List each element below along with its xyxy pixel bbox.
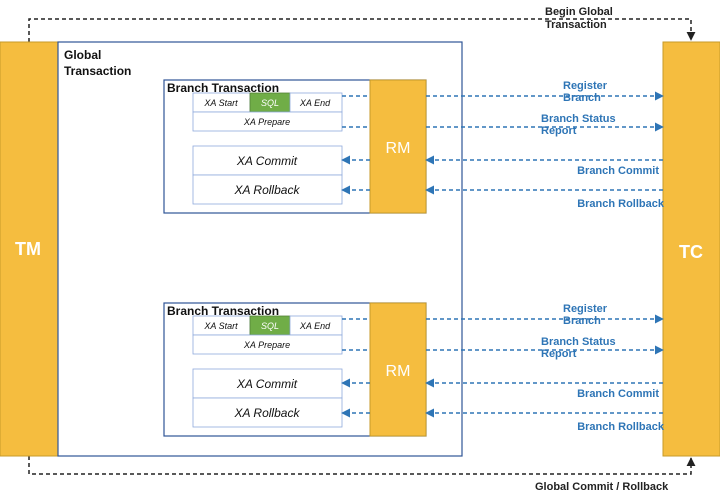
tc-box: [662, 41, 720, 457]
global-transaction-label-line2: Transaction: [64, 64, 131, 78]
begin-global-transaction-label-line1: Begin Global: [545, 6, 613, 18]
rm-label: RM: [386, 363, 411, 380]
branch-status-report-label-line2: Report: [541, 125, 577, 137]
branch-status-report-label-line2: Report: [541, 348, 577, 360]
xa-commit-cell: [192, 145, 343, 176]
xa-commit-label: XA Commit: [236, 154, 298, 168]
rm-label: RM: [386, 140, 411, 157]
xa-rollback-label: XA Rollback: [234, 406, 301, 420]
branch-status-report-label-line1: Branch Status: [541, 336, 616, 348]
global-commit-rollback-connector: [28, 456, 696, 475]
xa-prepare-label: XA Prepare: [243, 340, 290, 350]
register-branch-label-line2: Branch: [563, 315, 601, 327]
xa-rollback-label: XA Rollback: [234, 183, 301, 197]
xa-end-label: XA End: [299, 98, 331, 108]
xa-end-label: XA End: [299, 321, 331, 331]
branch-transaction-title: Branch Transaction: [167, 81, 279, 95]
branch-rollback-label: Branch Rollback: [577, 421, 665, 433]
branch-transaction-2: Branch Transaction XA Start SQL XA End X…: [163, 302, 665, 437]
xa-rollback-cell: [192, 397, 343, 428]
branch-transaction-1: Branch Transaction XA Start SQL XA End X…: [163, 79, 665, 214]
register-branch-label-line1: Register: [563, 303, 608, 315]
branch-transaction-title: Branch Transaction: [167, 304, 279, 318]
rm-box: [369, 302, 427, 437]
branch-rollback-label: Branch Rollback: [577, 198, 665, 210]
branch-commit-label: Branch Commit: [577, 165, 659, 177]
xa-start-label: XA Start: [203, 321, 238, 331]
tm-label: TM: [15, 239, 41, 259]
register-branch-label-line1: Register: [563, 80, 608, 92]
global-transaction-label-line1: Global: [64, 48, 101, 62]
xa-prepare-label: XA Prepare: [243, 117, 290, 127]
begin-global-transaction-connector: [28, 18, 696, 42]
sql-label: SQL: [261, 321, 279, 331]
tc-label: TC: [679, 242, 703, 262]
xa-commit-label: XA Commit: [236, 377, 298, 391]
tm-box: [0, 41, 59, 457]
xa-prepare-cell: [192, 111, 343, 132]
begin-global-transaction-label-line2: Transaction: [545, 19, 607, 31]
xa-start-label: XA Start: [203, 98, 238, 108]
branch-commit-label: Branch Commit: [577, 388, 659, 400]
branch-status-report-label-line1: Branch Status: [541, 113, 616, 125]
xa-prepare-cell: [192, 334, 343, 355]
sql-label: SQL: [261, 98, 279, 108]
register-branch-label-line2: Branch: [563, 92, 601, 104]
rm-box: [369, 79, 427, 214]
global-commit-rollback-label: Global Commit / Rollback: [535, 481, 669, 493]
